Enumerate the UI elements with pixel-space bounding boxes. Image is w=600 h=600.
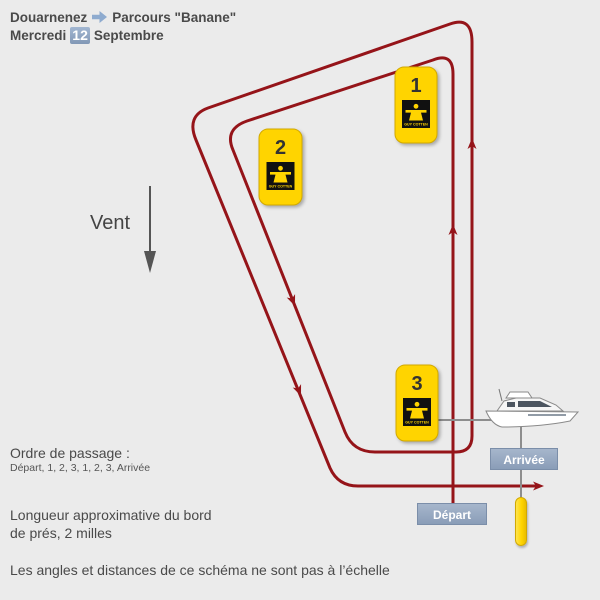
route-arrow-up-second-leg xyxy=(467,138,477,149)
location: Douarnenez xyxy=(10,9,88,25)
buoy-number: 1 xyxy=(410,75,421,97)
leg-length-line-2: de prés, 2 milles xyxy=(10,525,112,541)
wind-label: Vent xyxy=(90,212,131,234)
finish-label: Arrivée xyxy=(490,448,558,470)
sponsor-logo: GUY COTTEN xyxy=(403,398,431,426)
svg-text:GUY COTTEN: GUY COTTEN xyxy=(404,123,428,127)
leg-length-line-1: Longueur approximative du bord xyxy=(10,507,212,523)
svg-text:GUY COTTEN: GUY COTTEN xyxy=(405,421,429,425)
course-route xyxy=(191,20,538,505)
start-finish-mark xyxy=(515,497,527,546)
route-arrow-finish xyxy=(533,481,544,491)
date-badge: 12 xyxy=(70,26,90,44)
buoy-1: 1 GUY COTTEN xyxy=(394,66,438,144)
sponsor-logo: GUY COTTEN xyxy=(402,100,430,128)
buoy-number: 2 xyxy=(275,137,286,159)
route-arrow-downwind-outer xyxy=(292,384,302,396)
day-name: Mercredi xyxy=(10,27,67,43)
date-line: Mercredi 12 Septembre xyxy=(10,26,236,44)
order-title: Ordre de passage : xyxy=(10,445,130,461)
start-label: Départ xyxy=(417,503,487,525)
route-arrow-downwind-inner xyxy=(286,294,296,306)
motor-yacht-icon xyxy=(485,388,580,428)
arrow-right-icon xyxy=(92,11,108,23)
svg-text:GUY COTTEN: GUY COTTEN xyxy=(269,185,293,189)
buoy-3: 3 GUY COTTEN xyxy=(395,364,439,442)
month-name: Septembre xyxy=(93,27,164,43)
course-name: Parcours "Banane" xyxy=(112,9,237,25)
scale-disclaimer: Les angles et distances de ce schéma ne … xyxy=(10,562,390,578)
buoy-number: 3 xyxy=(411,373,422,395)
route-arrow-up-start-leg xyxy=(448,224,458,235)
title-line: Douarnenez Parcours "Banane" xyxy=(10,8,236,26)
rounding-order: Départ, 1, 2, 3, 1, 2, 3, Arrivée xyxy=(10,462,151,474)
header: Douarnenez Parcours "Banane" Mercredi 12… xyxy=(10,8,236,44)
wind-direction-arrow-icon xyxy=(144,186,156,273)
sponsor-logo: GUY COTTEN xyxy=(266,162,295,190)
buoy-2: 2 GUY COTTEN xyxy=(258,128,303,206)
